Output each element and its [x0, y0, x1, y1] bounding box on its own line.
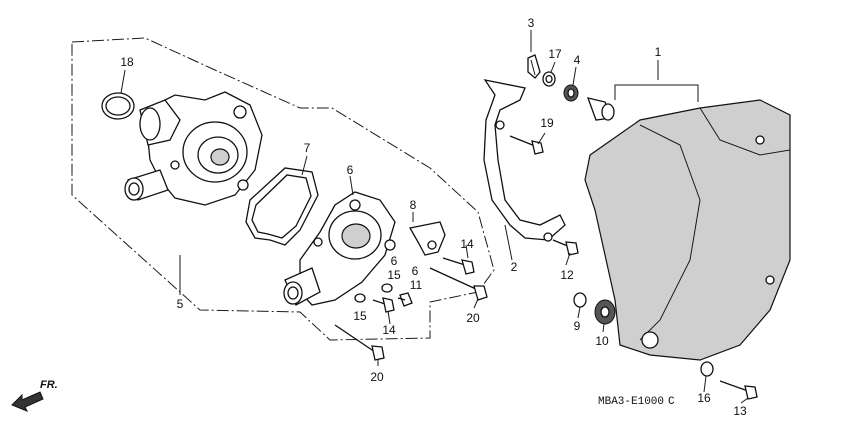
- washer: [354, 293, 366, 303]
- front-direction-label: FR.: [40, 379, 58, 391]
- callout-12: 12: [560, 268, 574, 282]
- bolt: [397, 292, 413, 307]
- bolt: [509, 135, 544, 155]
- callout-19: 19: [540, 116, 554, 130]
- diagram-suffix: C: [668, 396, 675, 408]
- long-bolt: [429, 267, 488, 301]
- callout-1: 1: [655, 45, 662, 59]
- callout-13: 13: [733, 404, 747, 418]
- long-bolt: [334, 324, 385, 361]
- callout-14b: 14: [382, 323, 396, 337]
- callout-16: 16: [697, 391, 711, 405]
- callout-6c: 6: [412, 264, 419, 278]
- leader-lines: [120, 30, 749, 404]
- callout-2: 2: [511, 260, 518, 274]
- water-pump: [124, 91, 263, 206]
- callout-15b: 15: [353, 309, 367, 323]
- fitting: [586, 97, 615, 121]
- assembly-boundary: [71, 37, 495, 341]
- hose-band: [483, 79, 566, 241]
- clip: [527, 54, 541, 79]
- side-cover: [584, 99, 791, 361]
- callout-6b: 6: [391, 254, 398, 268]
- callout-10: 10: [595, 334, 609, 348]
- callout-7: 7: [304, 141, 311, 155]
- bolt: [442, 257, 475, 275]
- callout-14: 14: [460, 237, 474, 251]
- callout-9: 9: [574, 319, 581, 333]
- front-arrow-icon: [11, 391, 44, 412]
- bolt: [372, 297, 395, 313]
- bolt: [719, 380, 758, 400]
- washer: [381, 283, 393, 293]
- callout-11: 11: [410, 278, 423, 292]
- callout-17: 17: [548, 47, 562, 61]
- callout-20b: 20: [370, 370, 384, 384]
- collar: [573, 292, 587, 308]
- callout-5: 5: [177, 297, 184, 311]
- bracket: [408, 221, 446, 256]
- callout-4: 4: [574, 53, 581, 67]
- callout-18: 18: [120, 55, 134, 69]
- pump-cover: [283, 191, 396, 306]
- callout-6: 6: [347, 163, 354, 177]
- callout-20: 20: [466, 311, 480, 325]
- callout-3: 3: [528, 16, 535, 30]
- bolt: [552, 239, 579, 256]
- washer: [700, 361, 714, 377]
- callout-8: 8: [410, 198, 417, 212]
- callout-15: 15: [387, 268, 401, 282]
- diagram-code: MBA3-E1000: [598, 396, 664, 408]
